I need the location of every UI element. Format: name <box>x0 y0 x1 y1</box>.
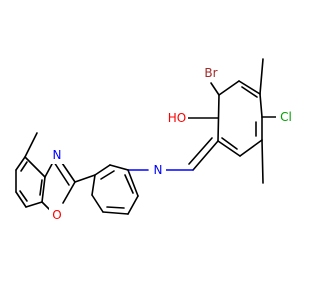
label-background <box>150 161 166 179</box>
label-background <box>276 108 296 126</box>
atom-label-layer: Br HO Cl N N O <box>49 64 296 224</box>
bond <box>15 191 27 208</box>
bond <box>44 163 53 178</box>
bond <box>124 174 134 194</box>
bond <box>39 179 43 196</box>
bond <box>210 82 220 96</box>
label-background <box>200 64 223 82</box>
molecule-structure-diagram: Br HO Cl N N O <box>15 58 296 224</box>
bond <box>15 156 26 171</box>
bond <box>19 190 28 202</box>
bond-layer <box>15 58 280 215</box>
bond <box>109 164 129 171</box>
bond <box>24 132 38 158</box>
bond <box>91 174 96 196</box>
bond <box>102 211 129 215</box>
bond <box>241 86 258 98</box>
bond <box>261 139 264 184</box>
bond <box>218 80 240 96</box>
bond <box>100 170 115 180</box>
atom-label-oh: HO <box>168 111 186 125</box>
label-background <box>49 206 65 224</box>
atom-label-cl: Cl <box>280 110 292 124</box>
label-background <box>49 146 65 164</box>
atom-label-n-oxazole: N <box>53 148 62 162</box>
bond <box>192 140 219 171</box>
bond <box>106 206 125 209</box>
bond <box>259 93 263 118</box>
bond <box>127 195 139 215</box>
atom-label-o-oxazole: O <box>52 208 61 222</box>
bond <box>53 161 70 186</box>
bond <box>94 164 111 176</box>
bond <box>91 194 104 213</box>
atom-label-br: Br <box>204 66 217 80</box>
bond <box>221 137 238 150</box>
label-background <box>166 109 188 127</box>
bond <box>188 137 213 165</box>
bond <box>25 201 43 208</box>
bond <box>259 58 264 95</box>
bond <box>239 139 263 157</box>
bond <box>217 140 241 157</box>
bond <box>127 169 139 197</box>
bond <box>20 161 28 172</box>
bond <box>24 156 46 178</box>
bond <box>238 80 261 95</box>
bond <box>41 176 46 203</box>
bond <box>74 174 96 183</box>
bond <box>62 181 76 204</box>
atom-label-n-imine: N <box>154 163 163 177</box>
